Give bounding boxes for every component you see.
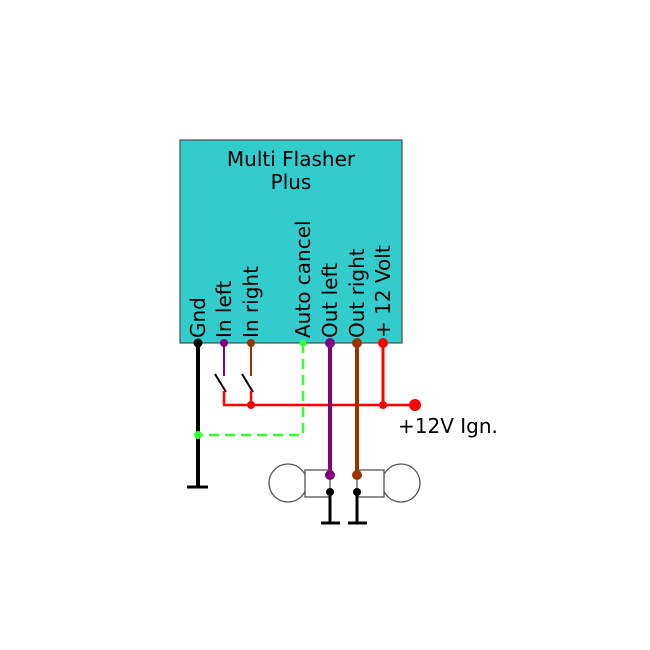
ignition-terminal [409,399,421,411]
left-bulb-ground-dot [326,488,334,496]
bus-junction-right-switch [247,401,255,409]
pin-label-auto-cancel: Auto cancel [291,220,315,338]
pin-dot-out-right [352,338,362,348]
device-title-line2: Plus [271,170,312,194]
switch-right-icon [241,373,254,393]
pin-dot-gnd [193,338,203,348]
pin-dot-auto-cancel [299,339,307,347]
pin-dot-in-right [247,339,255,347]
right-bulb-icon [381,463,421,503]
pin-label-out-left: Out left [318,263,342,338]
ignition-label: +12V Ign. [398,414,498,438]
switch-left-icon [214,373,227,393]
left-bulb [268,463,340,525]
pin-label-12-volt: + 12 Volt [371,245,395,338]
pin-dot-in-left [220,339,228,347]
pin-label-in-left: In left [212,281,236,338]
pin-label-out-right: Out right [345,248,369,338]
pin-dot-12-volt [378,338,388,348]
pin-label-in-right: In right [239,266,263,338]
auto-cancel-junction [194,431,202,439]
right-bulb-feed-dot [352,470,362,480]
pin-label-gnd: Gnd [186,297,210,338]
bus-junction-12v [379,401,387,409]
device-title-line1: Multi Flasher [227,147,356,171]
auto-cancel-wire [198,343,305,437]
flasher-unit-box [179,139,403,344]
pin-dot-out-left [325,338,335,348]
left-bulb-icon [268,463,308,503]
right-bulb-ground-dot [353,488,361,496]
right-bulb [348,463,421,525]
left-bulb-feed-dot [325,470,335,480]
